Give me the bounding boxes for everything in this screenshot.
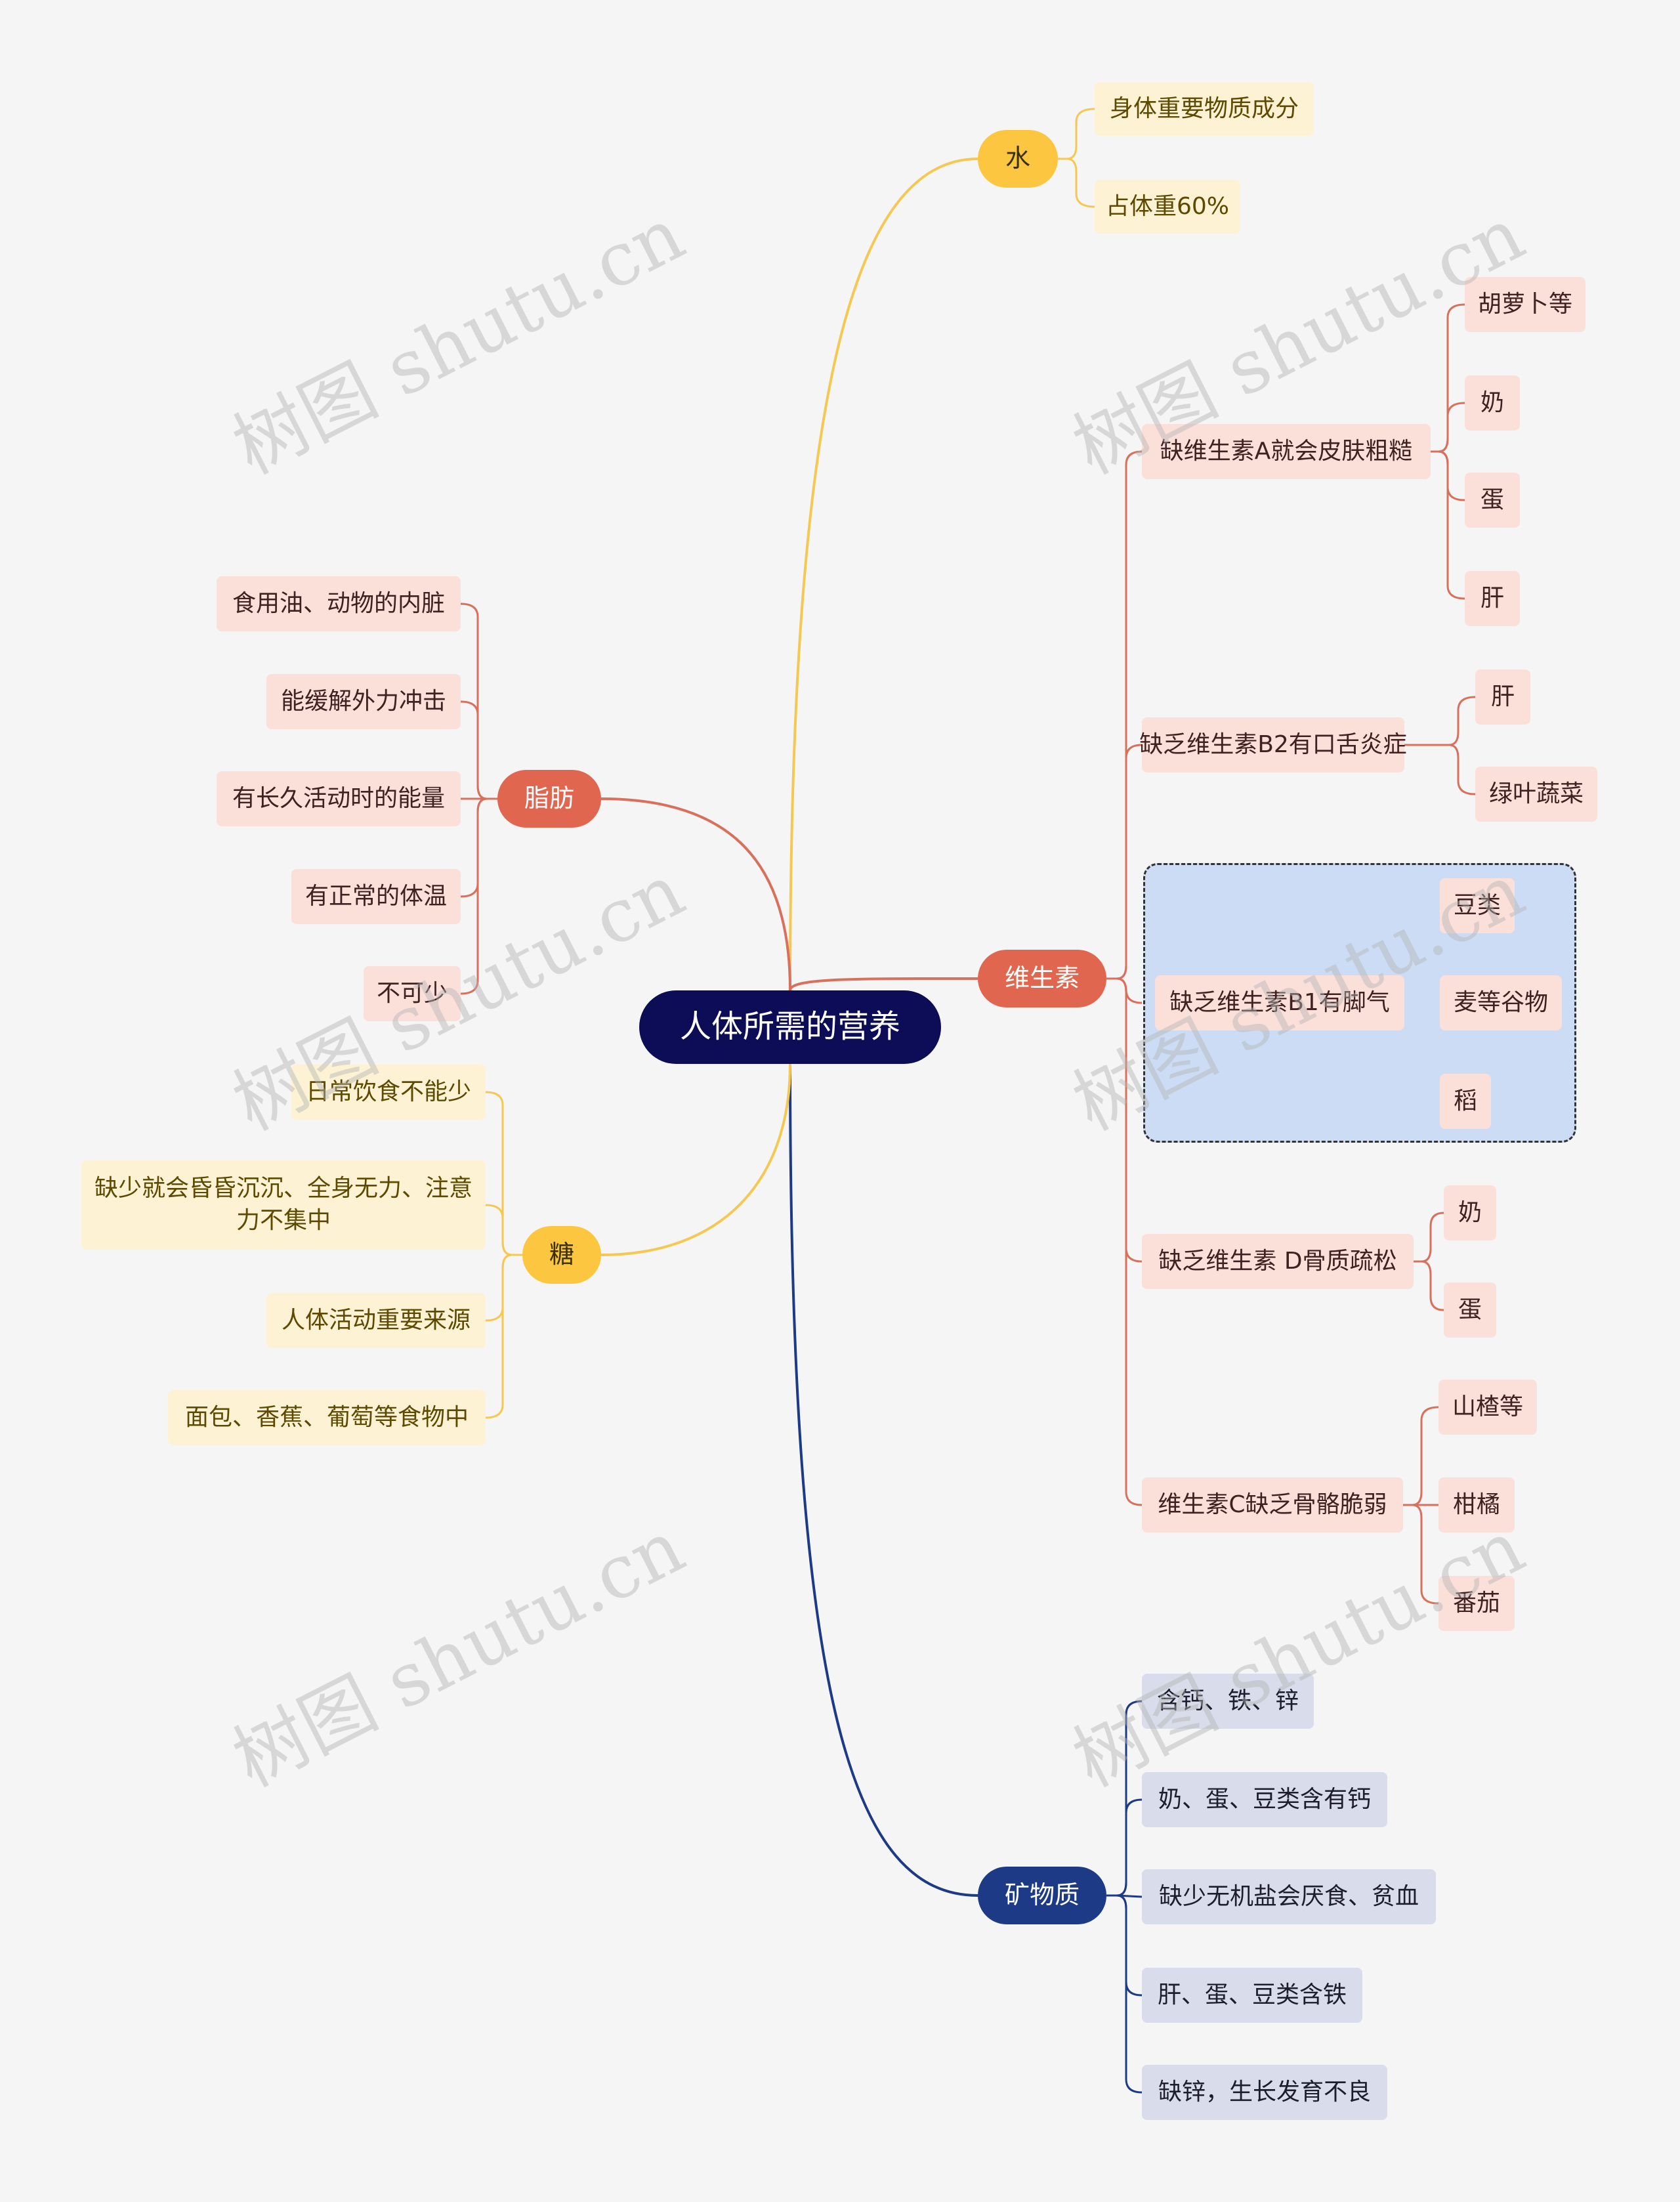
connector-water-items-link [1066, 108, 1095, 160]
vitamin-b2-topic[interactable]: 缺乏维生素B2有口舌炎症 [1139, 717, 1407, 773]
connector-vitamin-subs-link [1116, 450, 1143, 980]
food-item[interactable]: 豆类 [1440, 878, 1515, 933]
food-item[interactable]: 奶 [1465, 375, 1520, 431]
connector-sugar-items-link [485, 1091, 513, 1256]
fat-item[interactable]: 能缓解外力冲击 [266, 674, 461, 729]
sugar-item[interactable]: 人体活动重要来源 [266, 1293, 486, 1348]
vitamin-b1-topic[interactable]: 缺乏维生素B1有脚气 [1155, 975, 1404, 1030]
vitamin-a-topic[interactable]: 缺维生素A就会皮肤粗糙 [1142, 424, 1431, 479]
food-item[interactable]: 肝 [1465, 571, 1520, 626]
food-item[interactable]: 稻 [1440, 1074, 1491, 1129]
connector-vitamin-a-items-link [1438, 450, 1465, 600]
connector-sugar [600, 1063, 791, 1256]
vitamin-d-topic[interactable]: 缺乏维生素 D骨质疏松 [1142, 1234, 1414, 1289]
connector-water [789, 158, 978, 991]
connector-vitamin [789, 977, 978, 991]
mineral-item[interactable]: 肝、蛋、豆类含铁 [1142, 1968, 1362, 2023]
connector-fat [600, 797, 791, 991]
connector-vitamin-b2-items-link [1448, 744, 1476, 795]
water-item[interactable]: 占体重60% [1095, 180, 1240, 234]
mineral-item[interactable]: 含钙、铁、锌 [1142, 1674, 1314, 1729]
vitamin-c-topic[interactable]: 维生素C缺乏骨骼脆弱 [1142, 1477, 1403, 1533]
connector-mineral [789, 1063, 978, 1897]
connector-vitamin-c-items-link [1412, 1504, 1439, 1605]
mineral-item[interactable]: 缺少无机盐会厌食、贫血 [1142, 1869, 1436, 1924]
mineral-item[interactable]: 缺锌，生长发育不良 [1142, 2065, 1387, 2120]
mineral-item[interactable]: 奶、蛋、豆类含有钙 [1142, 1772, 1387, 1827]
food-item[interactable]: 蛋 [1444, 1282, 1496, 1338]
food-item[interactable]: 麦等谷物 [1440, 975, 1562, 1030]
branch-mineral[interactable]: 矿物质 [978, 1867, 1106, 1924]
connector-vitamin-c-items-link [1412, 1406, 1439, 1506]
branch-sugar[interactable]: 糖 [522, 1226, 601, 1284]
fat-item[interactable]: 食用油、动物的内脏 [217, 576, 461, 631]
connector-sugar-items-link [485, 1254, 513, 1419]
connector-vitamin-a-items-link [1438, 402, 1465, 453]
food-item[interactable]: 胡萝卜等 [1465, 277, 1586, 332]
connector-vitamin-d-items-link [1421, 1260, 1444, 1311]
food-item[interactable]: 柑橘 [1438, 1477, 1515, 1533]
connector-vitamin-b2-items-link [1448, 696, 1476, 746]
sugar-item[interactable]: 缺少就会昏昏沉沉、全身无力、注意力不集中 [81, 1160, 486, 1250]
connector-fat-items-link [460, 797, 488, 995]
food-item[interactable]: 蛋 [1465, 473, 1520, 528]
food-item[interactable]: 绿叶蔬菜 [1475, 767, 1597, 822]
food-item[interactable]: 奶 [1444, 1185, 1496, 1240]
connector-vitamin-subs-link [1116, 744, 1143, 980]
connector-vitamin-d-items-link [1421, 1212, 1444, 1263]
fat-item[interactable]: 有正常的体温 [291, 869, 461, 924]
connector-vitamin-subs-link [1116, 977, 1143, 1004]
fat-item[interactable]: 有长久活动时的能量 [217, 771, 461, 826]
connector-vitamin-subs-link [1116, 977, 1143, 1506]
connector-vitamin-a-items-link [1438, 450, 1465, 501]
connector-mineral-items-link [1116, 1894, 1143, 1997]
connector-mineral-items-link [1116, 1894, 1143, 2094]
connector-mineral-items-link [1116, 1700, 1143, 1897]
connector-water-items-link [1066, 158, 1095, 208]
sugar-item[interactable]: 日常饮食不能少 [291, 1065, 486, 1120]
connector-sugar-items-link [485, 1254, 513, 1322]
sugar-item[interactable]: 面包、香蕉、葡萄等食物中 [168, 1390, 486, 1445]
food-item[interactable]: 番茄 [1438, 1576, 1515, 1631]
connector-vitamin-a-items-link [1438, 303, 1465, 453]
branch-water[interactable]: 水 [978, 130, 1058, 188]
connector-fat-items-link [460, 700, 488, 800]
connector-vitamin-subs-link [1116, 977, 1143, 1263]
root-topic[interactable]: 人体所需的营养 [639, 990, 941, 1064]
connector-sugar-items-link [485, 1204, 513, 1256]
branch-vitamin[interactable]: 维生素 [978, 950, 1106, 1007]
food-item[interactable]: 山楂等 [1438, 1380, 1537, 1435]
fat-item[interactable]: 不可少 [364, 966, 461, 1021]
branch-fat[interactable]: 脂肪 [497, 770, 601, 828]
connector-mineral-items-link [1116, 1798, 1143, 1897]
water-item[interactable]: 身体重要物质成分 [1095, 82, 1314, 136]
food-item[interactable]: 肝 [1475, 669, 1530, 725]
connector-fat-items-link [460, 797, 488, 898]
